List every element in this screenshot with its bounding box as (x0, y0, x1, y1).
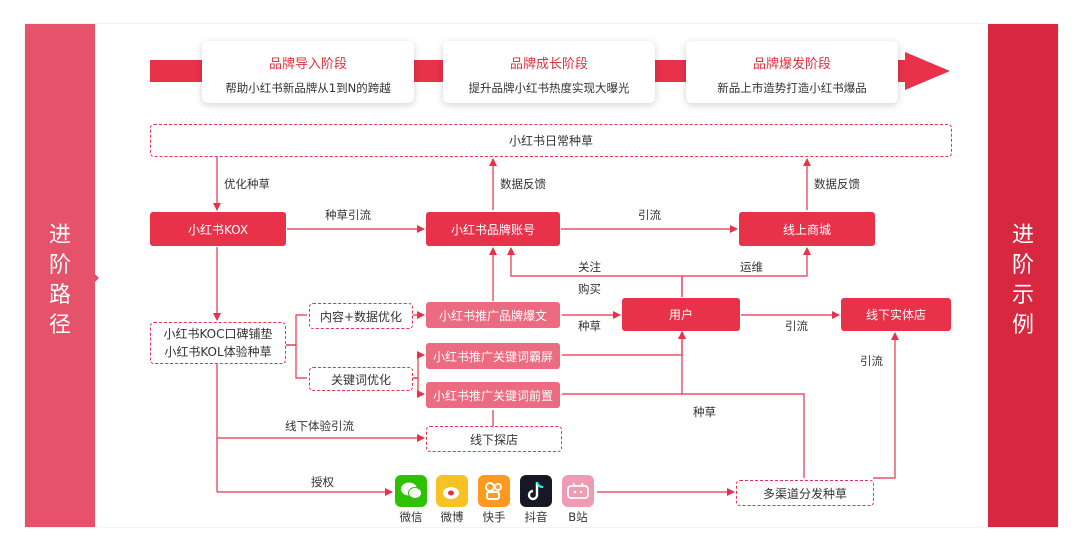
label-traffic: 引流 (638, 208, 661, 222)
stage-title: 品牌爆发阶段 (752, 57, 831, 72)
bilibili-icon (562, 475, 594, 507)
node-kol-line: 小红书KOL体验种草 (164, 345, 272, 359)
node-promo-screen: 小红书推广关键词霸屏 (426, 343, 560, 369)
label-traffic: 引流 (860, 354, 883, 368)
node-daily-seeding: 小红书日常种草 (150, 124, 952, 157)
douyin-icon (520, 475, 552, 507)
node-offline-visit: 线下探店 (426, 426, 562, 452)
label-follow: 关注 (578, 260, 601, 274)
side-notch (89, 268, 99, 288)
node-koc-kol: 小红书KOC口碑铺垫 小红书KOL体验种草 (150, 322, 286, 364)
label-data-feedback: 数据反馈 (814, 177, 860, 191)
app-label-kuaishou: 快手 (482, 510, 506, 524)
node-promo-article: 小红书推广品牌爆文 (426, 302, 560, 328)
stage-desc: 帮助小红书新品牌从1到N的跨越 (225, 81, 391, 95)
label-seed: 种草 (578, 319, 601, 333)
label-optimize-seed: 优化种草 (224, 177, 270, 191)
label-authorize: 授权 (311, 475, 334, 489)
right-side-title: 进阶示例 (1011, 223, 1034, 338)
node-keyword-opt: 关键词优化 (309, 367, 413, 391)
stage-card-intro: 品牌导入阶段 帮助小红书新品牌从1到N的跨越 (202, 41, 414, 103)
stage-card-growth: 品牌成长阶段 提升品牌小红书热度实现大曝光 (443, 41, 655, 103)
stage-desc: 新品上市造势打造小红书爆品 (717, 81, 867, 95)
right-side-panel (988, 24, 1058, 527)
left-side-panel (25, 24, 95, 527)
stage-card-burst: 品牌爆发阶段 新品上市造势打造小红书爆品 (686, 41, 898, 103)
stage-title: 品牌成长阶段 (509, 57, 588, 72)
stage-title: 品牌导入阶段 (268, 57, 347, 72)
node-content-opt: 内容+数据优化 (309, 303, 413, 329)
weibo-icon (436, 475, 468, 507)
node-promo-front: 小红书推广关键词前置 (426, 382, 560, 408)
label-seed: 种草 (693, 405, 716, 419)
node-multichannel: 多渠道分发种草 (736, 480, 874, 506)
kuaishou-icon (478, 475, 510, 507)
node-kox: 小红书KOX (150, 212, 286, 246)
label-traffic: 引流 (785, 319, 808, 333)
stage-desc: 提升品牌小红书热度实现大曝光 (468, 81, 630, 95)
node-brand-account: 小红书品牌账号 (426, 212, 560, 246)
app-label-bilibili: B站 (568, 510, 588, 524)
left-side-title: 进阶路径 (48, 223, 71, 338)
wechat-icon (395, 475, 427, 507)
label-seed-traffic: 种草引流 (325, 208, 371, 222)
label-offline-traffic: 线下体验引流 (285, 419, 354, 433)
node-koc-line: 小红书KOC口碑铺垫 (163, 327, 273, 341)
node-offline-store: 线下实体店 (841, 298, 951, 331)
label-operate: 运维 (740, 260, 763, 274)
label-data-feedback: 数据反馈 (500, 177, 546, 191)
label-buy: 购买 (578, 282, 601, 296)
node-online-mall: 线上商城 (739, 212, 875, 246)
app-label-weibo: 微博 (440, 510, 464, 524)
app-label-wechat: 微信 (399, 510, 423, 524)
node-user: 用户 (622, 298, 740, 331)
app-label-douyin: 抖音 (524, 510, 548, 524)
